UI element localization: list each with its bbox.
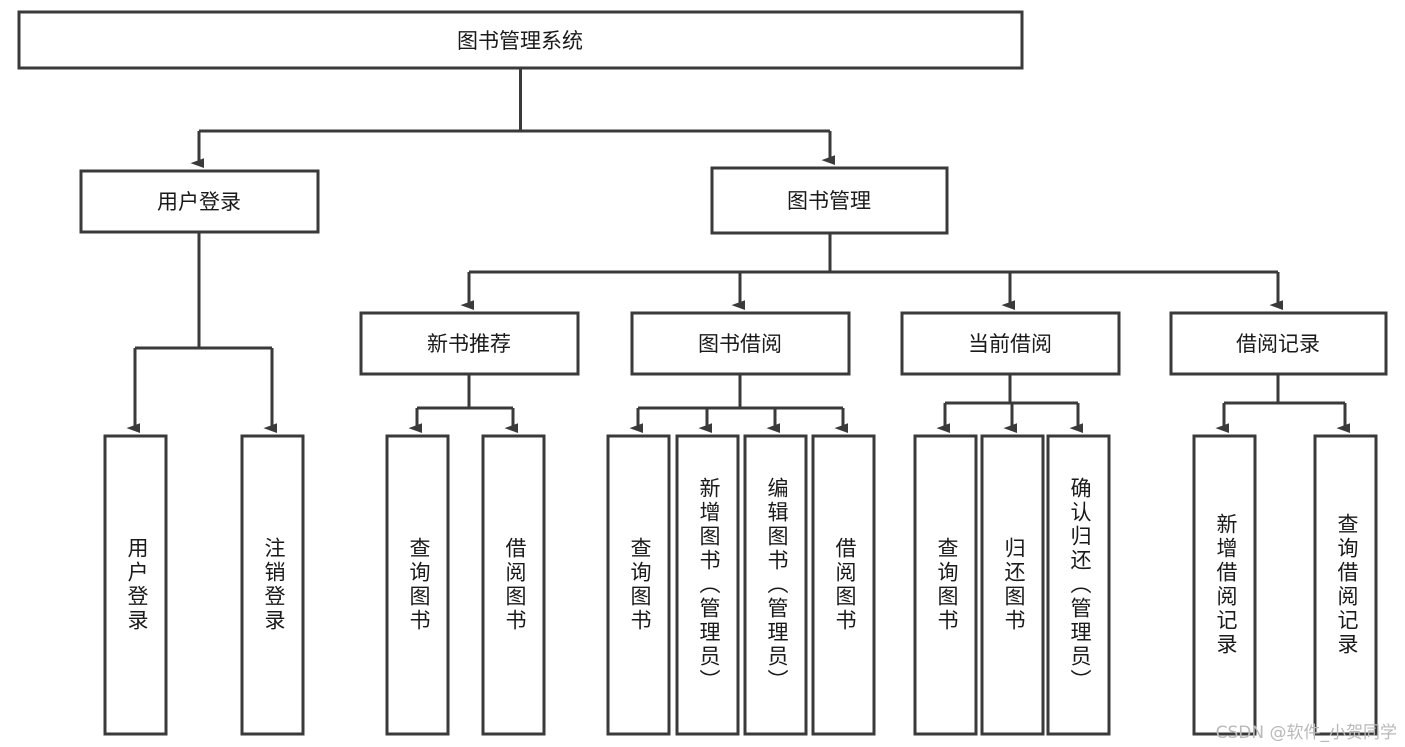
node-leaf-borrow-book-1-label: 借阅图书 (503, 537, 527, 633)
node-leaf-logout-box[interactable] (240, 434, 305, 736)
node-leaf-logout-label: 注销登录 (262, 537, 286, 633)
node-leaf-query-book-1-box[interactable] (385, 434, 450, 736)
node-leaf-add-book-box[interactable] (675, 434, 740, 736)
node-leaf-confirm-return[interactable]: 确认归还（管理员） (1046, 434, 1111, 736)
edge-group-bookmgmt (460, 233, 1283, 311)
node-leaf-add-record[interactable]: 新增借阅记录 (1192, 434, 1257, 736)
node-bookmgmt-label: 图书管理 (787, 189, 871, 213)
node-leaf-query-book-2-label: 查询图书 (628, 537, 652, 633)
node-record-box[interactable] (1169, 311, 1388, 376)
edge-group-record (1215, 374, 1350, 434)
node-login[interactable]: 用户登录 (79, 169, 320, 234)
node-bookmgmt-box[interactable] (710, 166, 949, 235)
node-leaf-add-book[interactable]: 新增图书（管理员） (675, 434, 740, 736)
node-leaf-edit-book-box[interactable] (743, 434, 808, 736)
node-leaf-query-record[interactable]: 查询借阅记录 (1313, 434, 1378, 736)
node-leaf-query-record-box[interactable] (1313, 434, 1378, 736)
node-leaf-query-book-3-box[interactable] (913, 434, 978, 736)
node-leaf-user-login[interactable]: 用户登录 (103, 434, 168, 736)
node-leaf-edit-book[interactable]: 编辑图书（管理员） (743, 434, 808, 736)
node-newbook[interactable]: 新书推荐 (359, 311, 580, 376)
node-leaf-user-login-label: 用户登录 (125, 537, 149, 633)
node-leaf-add-record-label: 新增借阅记录 (1214, 513, 1238, 657)
node-newbook-box[interactable] (359, 311, 580, 376)
node-current-box[interactable] (900, 311, 1121, 376)
node-login-label: 用户登录 (157, 190, 241, 214)
node-newbook-label: 新书推荐 (427, 332, 511, 356)
edge-group-newbook (408, 374, 518, 434)
node-leaf-confirm-return-label: 确认归还（管理员） (1068, 477, 1092, 693)
node-leaf-edit-book-label: 编辑图书（管理员） (765, 477, 789, 693)
node-borrow[interactable]: 图书借阅 (630, 311, 851, 376)
node-leaf-query-book-2[interactable]: 查询图书 (606, 434, 671, 736)
node-leaf-borrow-book-2[interactable]: 借阅图书 (811, 434, 876, 736)
node-borrow-box[interactable] (630, 311, 851, 376)
node-borrow-label: 图书借阅 (698, 332, 782, 356)
node-leaf-query-book-1-label: 查询图书 (407, 537, 431, 633)
node-leaf-query-book-2-box[interactable] (606, 434, 671, 736)
node-record[interactable]: 借阅记录 (1169, 311, 1388, 376)
node-leaf-borrow-book-1[interactable]: 借阅图书 (481, 434, 546, 736)
node-leaf-borrow-book-2-box[interactable] (811, 434, 876, 736)
node-root[interactable]: 图书管理系统 (17, 10, 1024, 70)
edge-group-borrow (629, 374, 848, 434)
node-root-label: 图书管理系统 (457, 29, 583, 53)
node-leaf-return-book-box[interactable] (980, 434, 1045, 736)
node-leaf-return-book-label: 归还图书 (1002, 537, 1026, 633)
node-leaf-logout[interactable]: 注销登录 (240, 434, 305, 736)
edge-group-login (126, 232, 277, 434)
node-leaf-add-book-label: 新增图书（管理员） (697, 477, 721, 693)
node-leaf-borrow-book-1-box[interactable] (481, 434, 546, 736)
node-leaf-return-book[interactable]: 归还图书 (980, 434, 1045, 736)
node-leaf-user-login-box[interactable] (103, 434, 168, 736)
node-root-box[interactable] (17, 10, 1024, 70)
node-leaf-confirm-return-box[interactable] (1046, 434, 1111, 736)
edge-group-current (936, 374, 1083, 434)
node-bookmgmt[interactable]: 图书管理 (710, 166, 949, 235)
node-leaf-borrow-book-2-label: 借阅图书 (833, 537, 857, 633)
node-leaf-query-record-label: 查询借阅记录 (1335, 513, 1359, 657)
node-leaf-add-record-box[interactable] (1192, 434, 1257, 736)
node-leaf-query-book-3[interactable]: 查询图书 (913, 434, 978, 736)
edge-group-root (190, 68, 835, 169)
node-leaf-query-book-1[interactable]: 查询图书 (385, 434, 450, 736)
node-current[interactable]: 当前借阅 (900, 311, 1121, 376)
node-current-label: 当前借阅 (968, 332, 1052, 356)
node-record-label: 借阅记录 (1236, 332, 1320, 356)
node-login-box[interactable] (79, 169, 320, 234)
node-leaf-query-book-3-label: 查询图书 (935, 537, 959, 633)
